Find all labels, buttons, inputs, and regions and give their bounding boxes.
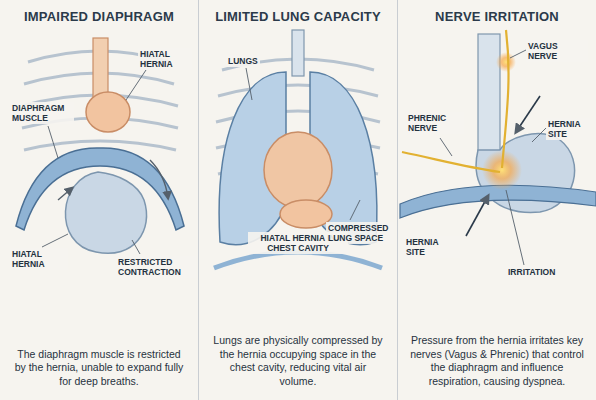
hernia-in-chest xyxy=(280,200,332,228)
part-label: HIATAL HERNIA xyxy=(138,48,192,70)
esophagus xyxy=(93,38,108,100)
esophagus xyxy=(478,34,500,158)
part-label: IRRITATION xyxy=(506,266,557,278)
part-label: VAGUS NERVE xyxy=(526,40,588,62)
leader-lines-3 xyxy=(440,50,546,265)
irritation-glow xyxy=(496,52,516,72)
vagus-nerve xyxy=(502,30,509,168)
part-label: PHRENIC NERVE xyxy=(406,112,464,134)
leader-lines-2 xyxy=(246,68,360,220)
diaphragm-muscle xyxy=(16,148,184,230)
part-label: HERNIA SITE xyxy=(546,118,590,140)
panel-heading: IMPAIRED DIAPHRAGM xyxy=(24,9,174,24)
part-label: HIATAL HERNIA xyxy=(10,248,68,270)
panel-caption: The diaphragm muscle is restricted by th… xyxy=(11,348,187,389)
diaphragm-line xyxy=(214,252,382,268)
part-label: LUNGS xyxy=(226,55,260,67)
restriction-arrow xyxy=(150,160,168,198)
panel-caption: Pressure from the hernia irritates key n… xyxy=(409,334,585,388)
panel-heading: LIMITED LUNG CAPACITY xyxy=(215,9,381,24)
restriction-arrow xyxy=(58,188,72,200)
part-label: COMPRESSED LUNG SPACE xyxy=(326,222,394,244)
pressure-arrow xyxy=(466,196,488,236)
part-label: DIAPHRAGM MUSCLE xyxy=(10,102,74,124)
stomach xyxy=(65,172,146,253)
hiatal-hernia xyxy=(86,92,130,132)
part-label: HERNIA SITE xyxy=(404,236,460,258)
part-label: RESTRICTED CONTRACTION xyxy=(116,256,196,278)
diaphragm xyxy=(400,185,596,218)
heart xyxy=(264,132,332,208)
pressure-arrow xyxy=(516,96,540,132)
panel-heading: NERVE IRRITATION xyxy=(435,9,559,24)
trachea xyxy=(292,30,304,76)
panel-caption: Lungs are physically compressed by the h… xyxy=(210,334,386,388)
leader-lines-1 xyxy=(42,70,146,254)
